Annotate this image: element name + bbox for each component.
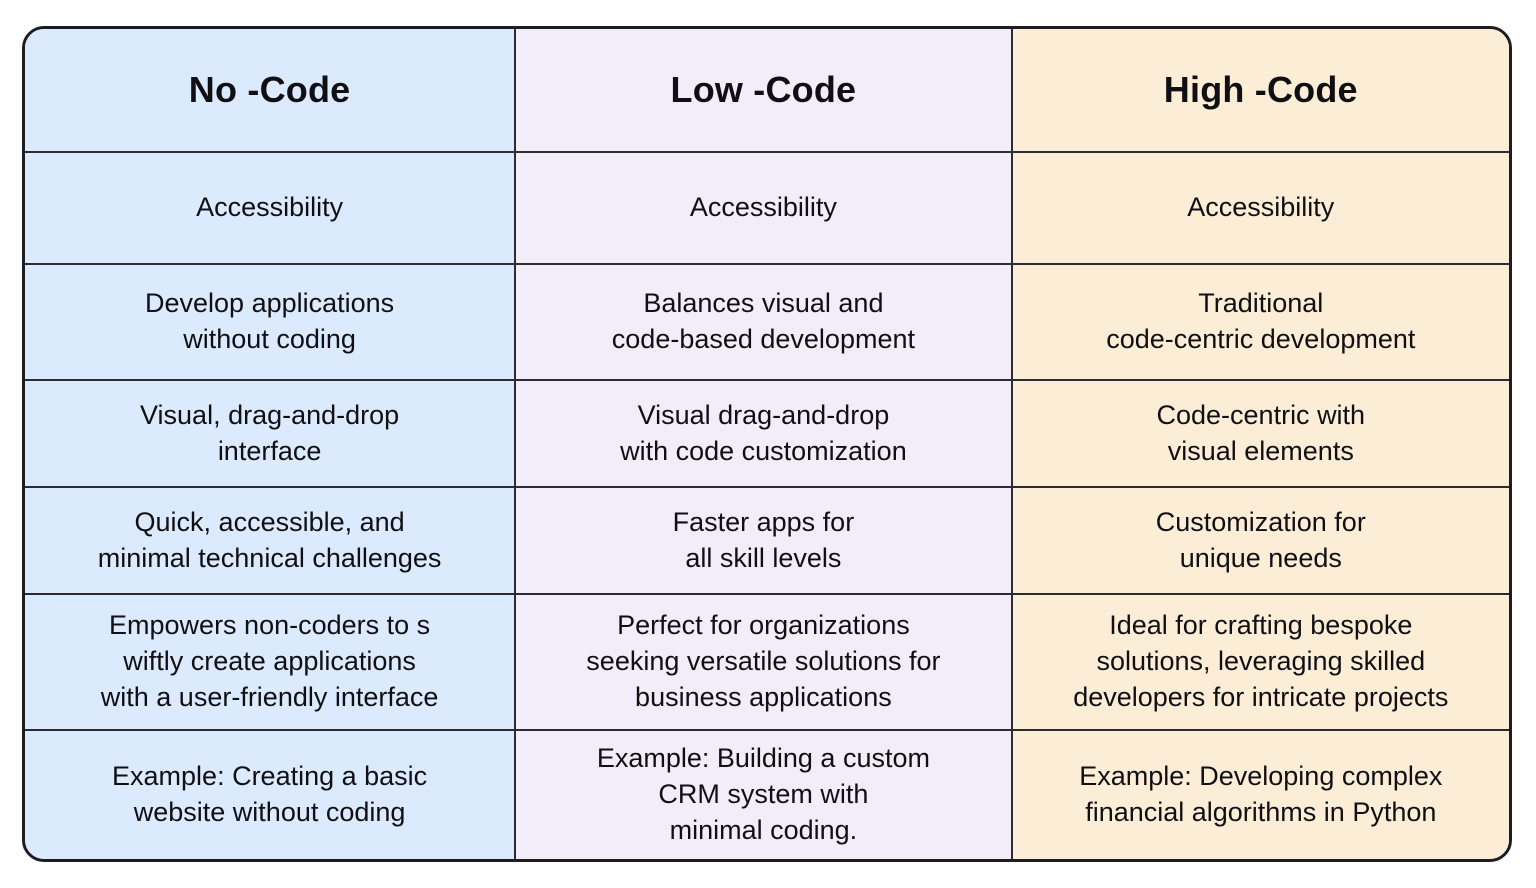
table-header-row: No -Code Low -Code High -Code	[25, 29, 1509, 153]
cell-high-code-example: Example: Developing complex financial al…	[1012, 731, 1509, 859]
cell-no-code-benefit: Quick, accessible, and minimal technical…	[25, 488, 517, 593]
no-code-low-code-high-code-comparison-table: No -Code Low -Code High -Code Accessibil…	[22, 26, 1512, 862]
table-row: Empowers non-coders to s wiftly create a…	[25, 595, 1509, 731]
cell-no-code-interface: Visual, drag-and-drop interface	[25, 381, 517, 486]
cell-low-code-interface: Visual drag-and-drop with code customiza…	[516, 381, 1013, 486]
cell-no-code-accessibility: Accessibility	[25, 153, 517, 263]
cell-high-code-interface: Code-centric with visual elements	[1012, 381, 1509, 486]
table-row: Accessibility Accessibility Accessibilit…	[25, 153, 1509, 265]
cell-low-code-best-for: Perfect for organizations seeking versat…	[516, 595, 1013, 729]
table-row: Visual, drag-and-drop interface Visual d…	[25, 381, 1509, 488]
table-row: Example: Creating a basic website withou…	[25, 731, 1509, 859]
cell-no-code-best-for: Empowers non-coders to s wiftly create a…	[25, 595, 517, 729]
cell-high-code-development-approach: Traditional code-centric development	[1012, 265, 1509, 379]
cell-low-code-accessibility: Accessibility	[516, 153, 1013, 263]
cell-low-code-development-approach: Balances visual and code-based developme…	[516, 265, 1013, 379]
table-row: Develop applications without coding Bala…	[25, 265, 1509, 381]
cell-high-code-best-for: Ideal for crafting bespoke solutions, le…	[1012, 595, 1509, 729]
cell-high-code-benefit: Customization for unique needs	[1012, 488, 1509, 593]
cell-no-code-example: Example: Creating a basic website withou…	[25, 731, 517, 859]
column-header-no-code: No -Code	[25, 29, 517, 151]
cell-no-code-development-approach: Develop applications without coding	[25, 265, 517, 379]
column-header-high-code: High -Code	[1012, 29, 1509, 151]
cell-low-code-benefit: Faster apps for all skill levels	[516, 488, 1013, 593]
cell-low-code-example: Example: Building a custom CRM system wi…	[516, 731, 1013, 859]
table-row: Quick, accessible, and minimal technical…	[25, 488, 1509, 595]
column-header-low-code: Low -Code	[516, 29, 1013, 151]
cell-high-code-accessibility: Accessibility	[1012, 153, 1509, 263]
